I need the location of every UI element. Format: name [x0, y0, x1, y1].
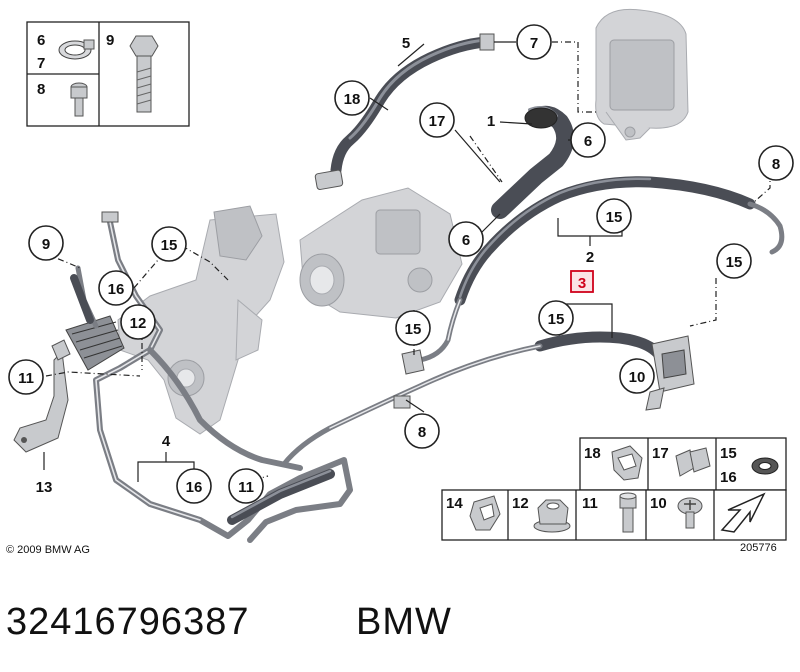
callout-15-left: 15	[161, 237, 178, 254]
brand-name: BMW	[356, 601, 452, 643]
callout-6-lower: 6	[462, 232, 470, 249]
callout-7-circle	[516, 24, 552, 60]
suction-hose-5	[314, 33, 495, 190]
callout-8-lower: 8	[418, 424, 426, 441]
callout-8-upper: 8	[772, 156, 780, 173]
clamp-12-part	[51, 339, 71, 361]
legend-label-11: 11	[582, 495, 598, 512]
callout-9: 9	[42, 236, 50, 253]
leader-lines	[43, 41, 771, 482]
bracket-13	[13, 350, 69, 453]
legend-label-6: 6	[37, 32, 45, 49]
hose-clamp-icon	[58, 39, 95, 60]
callout-18: 18	[344, 91, 361, 108]
part-number: 32416796387	[6, 601, 249, 643]
callout-15-middle: 15	[405, 321, 422, 338]
legend-label-16: 16	[720, 469, 737, 486]
legend-label-18: 18	[584, 445, 601, 462]
legend-label-7: 7	[37, 55, 45, 72]
callout-7: 7	[530, 35, 538, 52]
legend-label-12: 12	[512, 495, 529, 512]
callouts: 5 7 18 17 1 6 8 15 2 3 9 15 16 12 6 15 1…	[8, 24, 794, 504]
double-clip-icon	[675, 447, 711, 477]
callout-17: 17	[429, 113, 446, 130]
reservoir-ghost	[595, 8, 689, 141]
callout-2: 2	[586, 249, 594, 266]
callout-11-lower: 11	[238, 479, 254, 496]
collar-screw-icon	[677, 497, 703, 529]
callout-15-lower: 15	[548, 311, 565, 328]
callout-3-highlight	[570, 270, 594, 293]
pressure-hose-upper	[417, 176, 785, 363]
callout-6-upper: 6	[584, 133, 592, 150]
callout-1: 1	[487, 113, 495, 130]
steering-pump-ghost	[299, 187, 463, 319]
callout-16-lower: 16	[186, 479, 203, 496]
clip-14-icon	[469, 495, 501, 531]
legend-box-top: 6 7 9 8	[26, 21, 190, 127]
bolt-icon	[129, 35, 159, 113]
return-hose-1	[491, 105, 575, 219]
callout-13: 13	[36, 479, 53, 496]
callout-10: 10	[629, 369, 646, 386]
callout-12: 12	[130, 315, 147, 332]
legend-label-9: 9	[106, 32, 114, 49]
callout-11-left: 11	[18, 370, 34, 387]
legend-label-8: 8	[37, 81, 45, 98]
callout-3: 3	[578, 275, 586, 292]
socket-bolt-icon	[619, 492, 637, 533]
callout-15-right: 15	[726, 254, 743, 271]
callout-16-left: 16	[108, 281, 125, 298]
socket-screw-icon	[70, 82, 88, 117]
callout-4: 4	[162, 433, 171, 450]
copyright-text: © 2009 BMW AG	[6, 544, 90, 556]
callout-15-upper: 15	[606, 209, 623, 226]
diagram-number: 205776	[740, 542, 777, 554]
forward-arrow-icon	[720, 492, 766, 533]
flange-nut-icon	[533, 499, 571, 533]
fitting-15-part	[393, 349, 425, 409]
callout-5: 5	[402, 35, 410, 52]
legend-label-10: 10	[650, 495, 667, 512]
seal-ring-icon	[751, 457, 779, 475]
legend-label-17: 17	[652, 445, 669, 462]
legend-label-15: 15	[720, 445, 737, 462]
pipe-clip-icon	[611, 445, 643, 481]
valve-bracket-10	[645, 335, 695, 411]
return-pipe-4	[70, 211, 353, 543]
legend-box-bottom: 18 17 15 16 14 12 11 10	[441, 437, 787, 541]
steering-gear-ghost	[117, 205, 285, 435]
legend-label-14: 14	[446, 495, 463, 512]
